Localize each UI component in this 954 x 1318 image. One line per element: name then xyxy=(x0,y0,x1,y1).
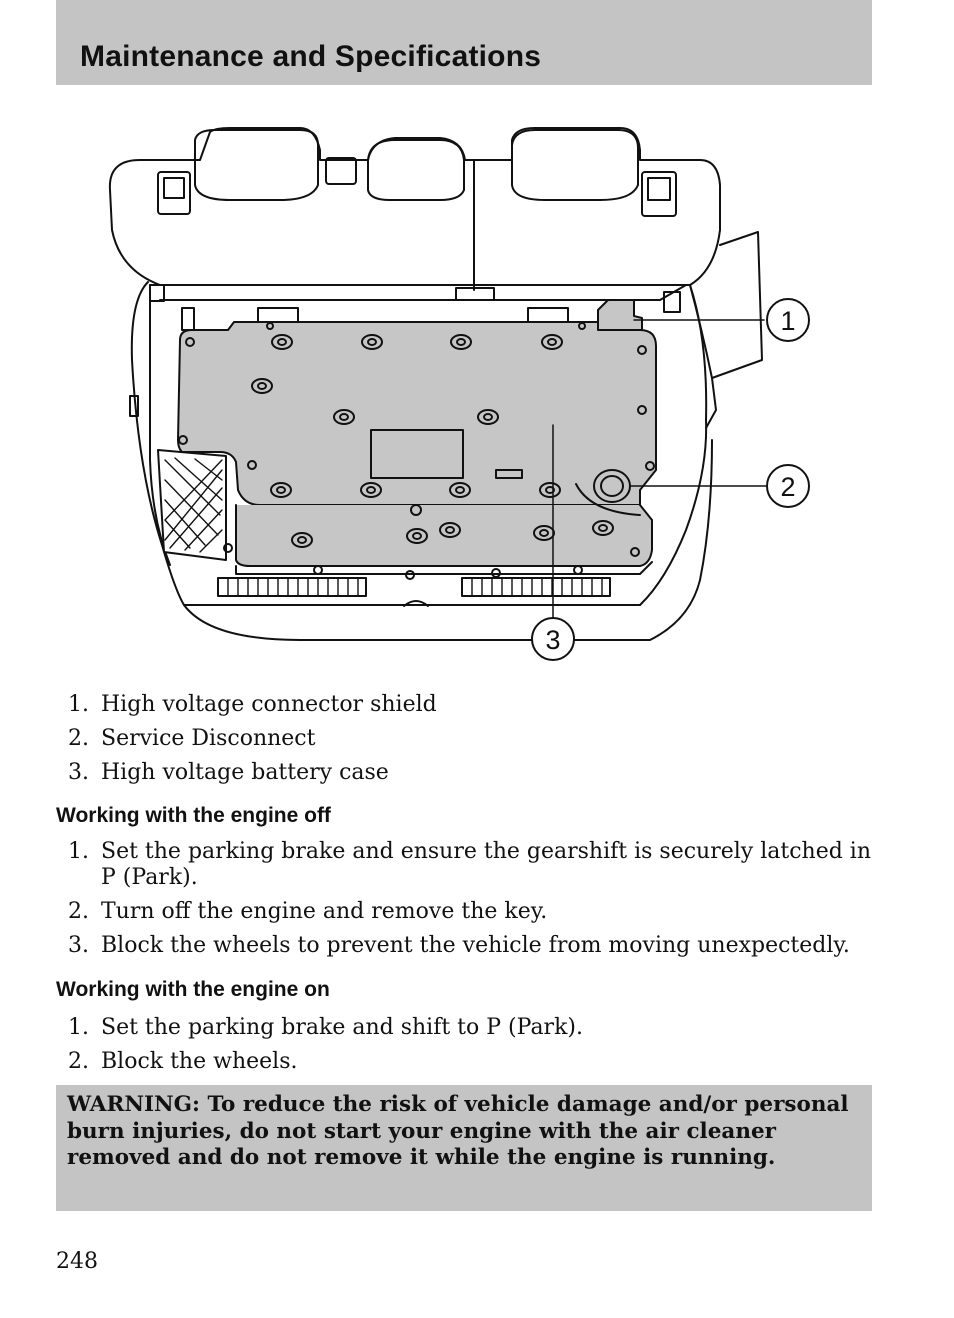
callout-label-3: 3 xyxy=(545,625,560,655)
headrest-left xyxy=(194,129,319,201)
header-band: Maintenance and Specifications xyxy=(56,0,872,85)
engine-off-steps: 1. Set the parking brake and ensure the g… xyxy=(56,839,872,967)
step-text: Block the wheels. xyxy=(101,1049,298,1074)
section-title: Maintenance and Specifications xyxy=(80,40,542,73)
service-disconnect xyxy=(593,469,631,503)
engine-on-steps: 1. Set the parking brake and shift to P (… xyxy=(56,1015,872,1083)
step-number: 2. xyxy=(68,1049,89,1074)
engine-on-heading: Working with the engine on xyxy=(56,978,330,1001)
warning-text: WARNING: To reduce the risk of vehicle d… xyxy=(67,1092,849,1170)
step-text: Block the wheels to prevent the vehicle … xyxy=(101,933,850,958)
cargo-floor-outline xyxy=(130,281,708,606)
step-item: 2. Turn off the engine and remove the key… xyxy=(56,899,872,925)
headrest-right xyxy=(511,129,639,201)
step-number: 1. xyxy=(68,839,89,864)
callout-circle-2 xyxy=(766,464,810,508)
headrest-center xyxy=(367,139,465,201)
legend-text: High voltage battery case xyxy=(101,760,389,785)
callout-circle-3 xyxy=(531,617,575,661)
legend-number: 2. xyxy=(68,726,89,751)
step-text: Set the parking brake and shift to P (Pa… xyxy=(101,1015,583,1040)
callout-label-2: 2 xyxy=(780,472,795,502)
callout-circle-1 xyxy=(766,298,810,342)
step-number: 3. xyxy=(68,933,89,958)
legend-item: 3. High voltage battery case xyxy=(56,760,872,786)
legend-item: 2. Service Disconnect xyxy=(56,726,872,752)
connector-shield xyxy=(597,299,643,331)
legend-text: High voltage connector shield xyxy=(101,692,437,717)
callout-label-1: 1 xyxy=(780,306,795,336)
step-item: 1. Set the parking brake and shift to P (… xyxy=(56,1015,872,1041)
page-number: 248 xyxy=(56,1249,98,1274)
step-text: Turn off the engine and remove the key. xyxy=(101,899,548,924)
engine-off-heading: Working with the engine off xyxy=(56,804,331,827)
step-item: 2. Block the wheels. xyxy=(56,1049,872,1075)
legend-item: 1. High voltage connector shield xyxy=(56,692,872,718)
step-item: 3. Block the wheels to prevent the vehicl… xyxy=(56,933,872,959)
legend-text: Service Disconnect xyxy=(101,726,316,751)
right-trim xyxy=(705,231,763,429)
battery-compartment-illustration: 1 2 3 xyxy=(108,127,810,661)
seatback xyxy=(108,127,721,286)
step-number: 2. xyxy=(68,899,89,924)
warning-box: WARNING: To reduce the risk of vehicle d… xyxy=(56,1085,872,1211)
legend-number: 3. xyxy=(68,760,89,785)
step-text: Set the parking brake and ensure the gea… xyxy=(101,839,871,890)
step-item: 1. Set the parking brake and ensure the g… xyxy=(56,839,872,891)
figure-legend: 1. High voltage connector shield 2. Servic… xyxy=(56,692,872,794)
legend-number: 1. xyxy=(68,692,89,717)
step-number: 1. xyxy=(68,1015,89,1040)
